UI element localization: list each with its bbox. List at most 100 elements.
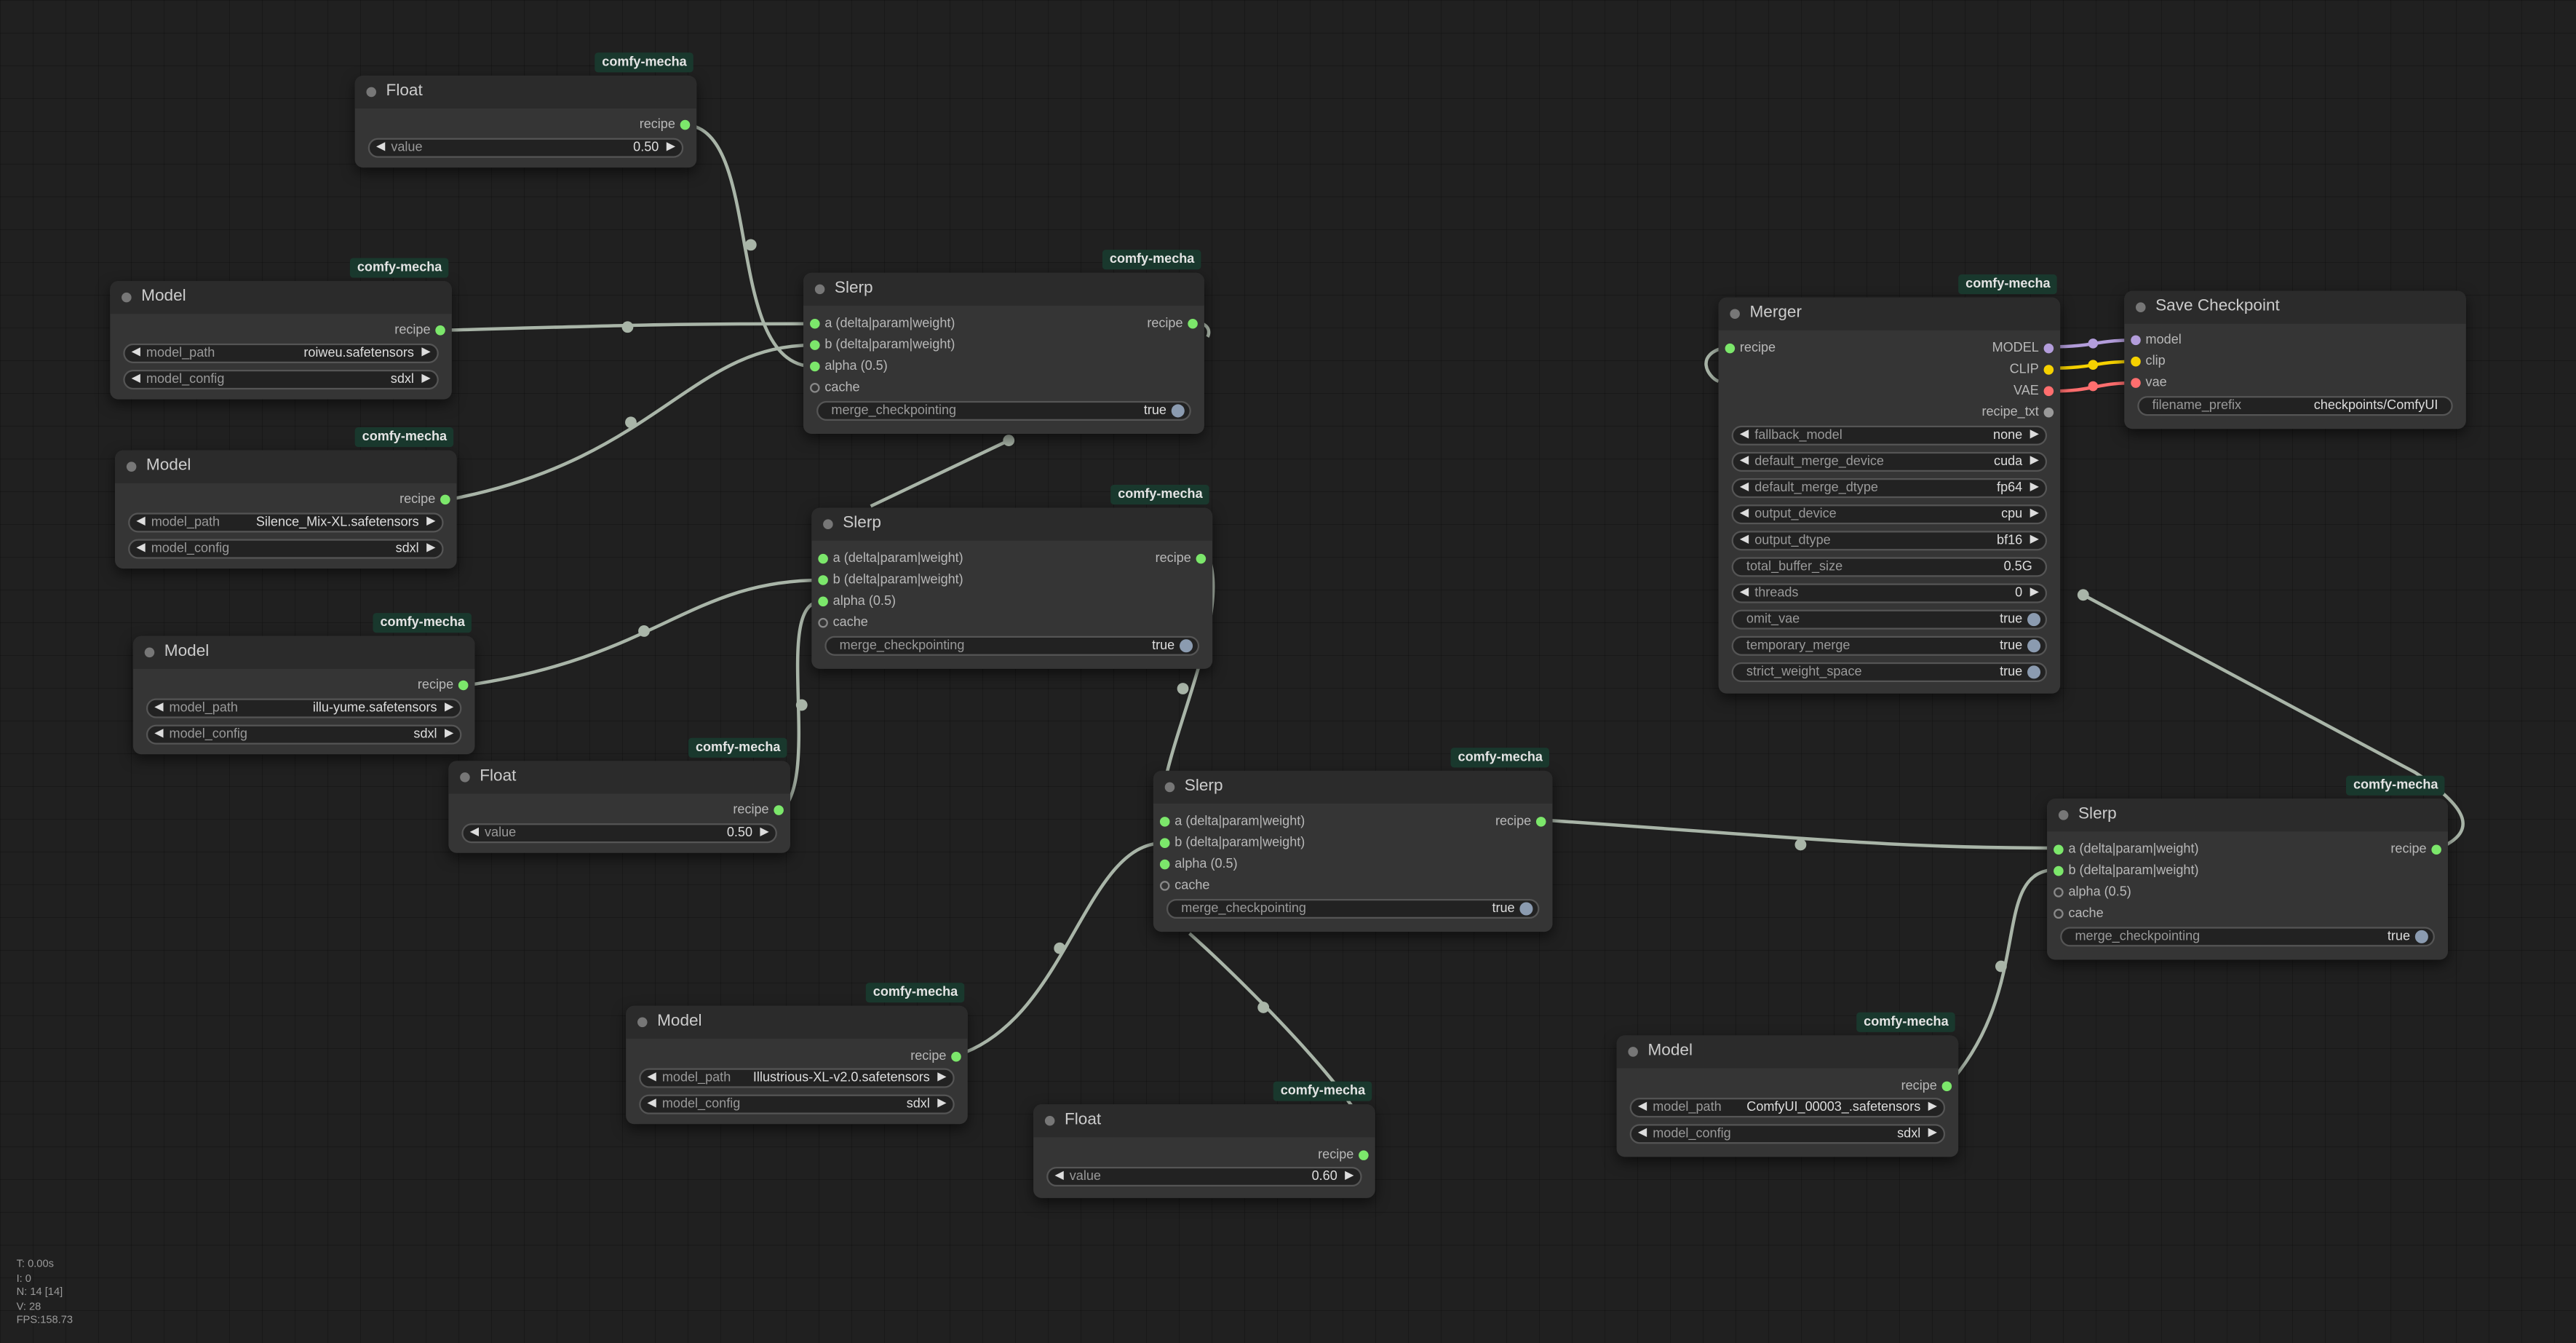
collapse-dot-icon[interactable] (1730, 309, 1740, 319)
slerp-node[interactable]: comfy-mecha Slerp a (delta|param|weight)… (2047, 775, 2448, 960)
input-cache[interactable]: cache (1159, 874, 1209, 895)
socket-icon[interactable] (2131, 377, 2141, 387)
input-alpha[interactable]: alpha (0.5) (818, 590, 896, 611)
socket-icon[interactable] (810, 317, 820, 328)
arrow-left-icon[interactable]: ◀ (1054, 1170, 1064, 1182)
socket-icon[interactable] (2054, 865, 2064, 876)
output-recipe-txt[interactable]: recipe_txt (1981, 401, 2054, 422)
arrow-right-icon[interactable]: ▶ (937, 1071, 947, 1083)
arrow-left-icon[interactable]: ◀ (136, 542, 146, 554)
collapse-dot-icon[interactable] (366, 87, 377, 98)
collapse-dot-icon[interactable] (460, 772, 470, 783)
collapse-dot-icon[interactable] (1044, 1115, 1055, 1126)
arrow-right-icon[interactable]: ▶ (2030, 586, 2039, 598)
toggle-knob-icon[interactable] (2027, 613, 2041, 627)
socket-icon[interactable] (2043, 385, 2054, 395)
toggle-knob-icon[interactable] (2027, 639, 2041, 653)
merger-node[interactable]: comfy-mecha Merger recipe MODEL CLIP VAE… (1718, 274, 2061, 694)
slerp-node[interactable]: comfy-mecha Slerp a (delta|param|weight)… (803, 250, 1204, 435)
arrow-left-icon[interactable]: ◀ (154, 728, 164, 740)
collapse-dot-icon[interactable] (122, 292, 132, 303)
arrow-left-icon[interactable]: ◀ (647, 1098, 656, 1109)
output-model[interactable]: MODEL (1992, 337, 2054, 358)
node-header[interactable]: Float (1033, 1104, 1375, 1138)
arrow-right-icon[interactable]: ▶ (2030, 481, 2039, 494)
socket-icon[interactable] (810, 360, 820, 371)
socket-icon[interactable] (1359, 1149, 1369, 1160)
input-b[interactable]: b (delta|param|weight) (810, 333, 955, 354)
node-header[interactable]: Slerp (1153, 770, 1553, 804)
output-recipe[interactable]: recipe (1318, 1144, 1369, 1165)
collapse-dot-icon[interactable] (144, 647, 155, 658)
socket-icon[interactable] (818, 552, 828, 563)
output-recipe[interactable]: recipe (640, 114, 691, 135)
node-header[interactable]: Model (1616, 1035, 1959, 1069)
arrow-right-icon[interactable]: ▶ (937, 1098, 947, 1109)
socket-icon[interactable] (2054, 844, 2064, 854)
socket-icon[interactable] (1159, 858, 1170, 869)
output-recipe[interactable]: recipe (733, 799, 784, 820)
input-a[interactable]: a (delta|param|weight) (818, 547, 963, 569)
arrow-left-icon[interactable]: ◀ (1637, 1101, 1647, 1113)
socket-icon[interactable] (2131, 334, 2141, 344)
input-b[interactable]: b (delta|param|weight) (2054, 860, 2199, 881)
socket-icon[interactable] (1159, 837, 1170, 847)
node-header[interactable]: Save Checkpoint (2124, 290, 2466, 324)
arrow-left-icon[interactable]: ◀ (1739, 586, 1749, 598)
arrow-left-icon[interactable]: ◀ (1739, 534, 1749, 546)
input-vae[interactable]: vae (2131, 371, 2167, 392)
input-cache[interactable]: cache (810, 376, 860, 397)
input-b[interactable]: b (delta|param|weight) (1159, 831, 1305, 852)
slerp-node[interactable]: comfy-mecha Slerp a (delta|param|weight)… (811, 485, 1213, 669)
arrow-left-icon[interactable]: ◀ (1739, 429, 1749, 441)
collapse-dot-icon[interactable] (637, 1017, 648, 1028)
socket-icon[interactable] (1535, 815, 1546, 826)
socket-icon[interactable] (680, 119, 691, 130)
arrow-left-icon[interactable]: ◀ (1739, 481, 1749, 494)
node-header[interactable]: Slerp (2047, 799, 2448, 832)
socket-icon[interactable] (2043, 406, 2054, 417)
socket-icon[interactable] (818, 617, 828, 627)
socket-icon[interactable] (1159, 879, 1170, 890)
arrow-left-icon[interactable]: ◀ (131, 346, 140, 359)
collapse-dot-icon[interactable] (823, 519, 833, 529)
node-header[interactable]: Merger (1718, 297, 2061, 330)
arrow-left-icon[interactable]: ◀ (1739, 455, 1749, 467)
arrow-right-icon[interactable]: ▶ (444, 702, 454, 713)
save-checkpoint-node[interactable]: Save Checkpoint model clip vae filename_… (2124, 290, 2466, 429)
output-recipe[interactable]: recipe (2390, 838, 2441, 859)
node-header[interactable]: Float (448, 761, 790, 794)
arrow-right-icon[interactable]: ▶ (2030, 534, 2039, 546)
input-alpha[interactable]: alpha (0.5) (810, 355, 888, 376)
socket-icon[interactable] (2431, 844, 2441, 854)
socket-icon[interactable] (2054, 908, 2064, 918)
toggle-knob-icon[interactable] (1171, 404, 1185, 418)
socket-icon[interactable] (458, 679, 469, 690)
arrow-right-icon[interactable]: ▶ (1345, 1170, 1354, 1182)
socket-icon[interactable] (1159, 815, 1170, 826)
socket-icon[interactable] (435, 324, 445, 335)
toggle-knob-icon[interactable] (2414, 930, 2428, 943)
toggle-knob-icon[interactable] (1180, 639, 1193, 653)
output-recipe[interactable]: recipe (910, 1045, 961, 1066)
input-cache[interactable]: cache (2054, 902, 2104, 923)
arrow-right-icon[interactable]: ▶ (1928, 1101, 1937, 1113)
output-recipe[interactable]: recipe (1901, 1075, 1952, 1096)
